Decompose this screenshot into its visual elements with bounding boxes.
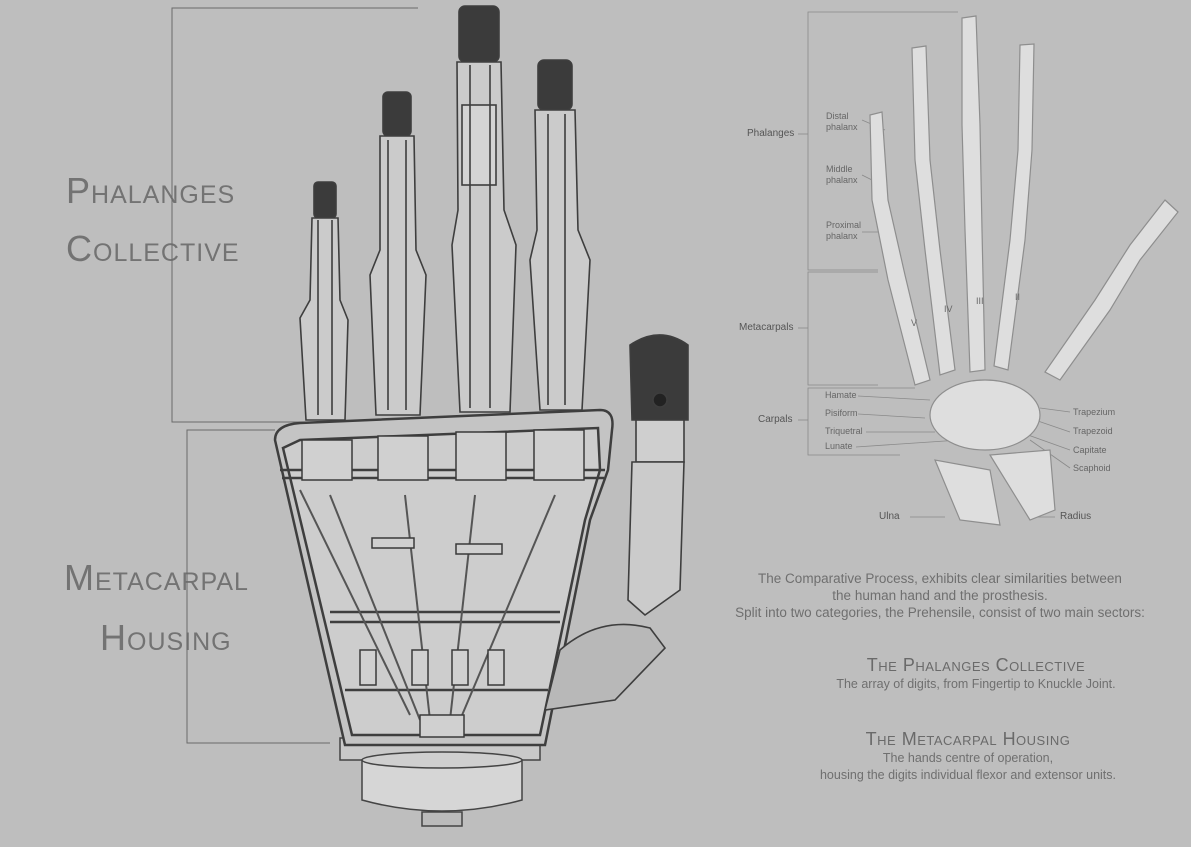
- ulna-label: Ulna: [879, 511, 900, 522]
- metacarpal-label-line2: Housing: [100, 617, 232, 658]
- finger-little: [299, 181, 349, 421]
- proximal-phalanx-label: Proximal phalanx: [826, 220, 861, 242]
- description-line2: the human hand and the prosthesis.: [832, 588, 1048, 603]
- phalanges-label-line2: Collective: [66, 228, 240, 269]
- prosthetic-fingers: [299, 5, 689, 711]
- skeletal-hand-drawing: [798, 11, 1179, 526]
- finger-thumb: [543, 334, 689, 711]
- roman-iv-label: IV: [944, 304, 953, 314]
- metacarpal-bracket: [186, 429, 330, 744]
- distal-line2: phalanx: [826, 122, 858, 132]
- description-line3: Split into two categories, the Prehensil…: [735, 605, 1145, 620]
- actuator-units: [301, 429, 585, 738]
- capitate-label: Capitate: [1073, 445, 1107, 455]
- triquetral-label: Triquetral: [825, 426, 863, 436]
- finger-ring: [369, 91, 427, 416]
- trapezium-label: Trapezium: [1073, 407, 1116, 417]
- metacarpal-label-line1: Metacarpal: [64, 557, 249, 598]
- trapezoid-label: Trapezoid: [1073, 426, 1113, 436]
- finger-index: [529, 59, 591, 411]
- skeletal-bones: [869, 15, 1179, 526]
- hamate-label: Hamate: [825, 390, 857, 400]
- roman-iii-label: III: [976, 296, 984, 306]
- description-paragraph: The Comparative Process, exhibits clear …: [700, 570, 1180, 621]
- scaphoid-label: Scaphoid: [1073, 463, 1111, 473]
- middle-phalanx-label: Middle phalanx: [826, 164, 858, 186]
- middle-line2: phalanx: [826, 175, 858, 185]
- section-phalanges-title: The Phalanges Collective: [866, 655, 1086, 675]
- description-line1: The Comparative Process, exhibits clear …: [758, 571, 1122, 586]
- finger-middle: [451, 5, 517, 413]
- radius-label: Radius: [1060, 511, 1092, 522]
- pisiform-label: Pisiform: [825, 408, 858, 418]
- section-phalanges-line1: The array of digits, from Fingertip to K…: [836, 677, 1116, 691]
- wrist-base: [339, 737, 541, 827]
- carpals-anatomy-label: Carpals: [758, 414, 793, 425]
- metacarpal-housing-label: Metacarpal Housing: [64, 548, 324, 668]
- distal-phalanx-label: Distal phalanx: [826, 111, 858, 133]
- middle-line1: Middle: [826, 164, 853, 174]
- phalanges-bracket: [171, 7, 418, 423]
- phalanges-label-line1: Phalanges: [66, 170, 236, 211]
- section-metacarpal-title: The Metacarpal Housing: [865, 729, 1071, 749]
- section-phalanges: The Phalanges Collective The array of di…: [740, 655, 1191, 693]
- distal-line1: Distal: [826, 111, 849, 121]
- phalanges-collective-label: Phalanges Collective: [66, 162, 326, 278]
- proximal-line1: Proximal: [826, 220, 862, 230]
- roman-v-label: V: [911, 318, 918, 328]
- section-metacarpal: The Metacarpal Housing The hands centre …: [732, 729, 1191, 784]
- roman-ii-label: II: [1015, 292, 1021, 302]
- proximal-line2: phalanx: [826, 231, 858, 241]
- section-metacarpal-line2: housing the digits individual flexor and…: [819, 768, 1116, 782]
- phalanges-anatomy-label: Phalanges: [747, 128, 795, 139]
- prosthetic-hand-drawing: [171, 5, 689, 827]
- metacarpals-anatomy-label: Metacarpals: [739, 322, 794, 333]
- lunate-label: Lunate: [825, 441, 853, 451]
- section-metacarpal-line1: The hands centre of operation,: [882, 751, 1054, 765]
